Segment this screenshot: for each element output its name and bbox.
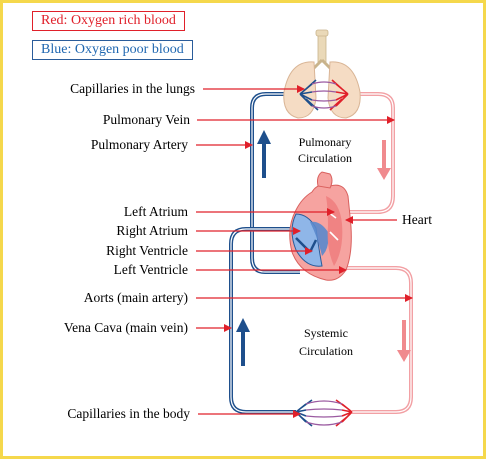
label-left-atrium: Left Atrium [124,204,189,219]
label-aorta: Aorts (main artery) [84,290,188,305]
systemic-circulation-line1: Systemic [304,326,348,340]
up-arrow-systemic [236,318,250,366]
label-pulmonary-artery: Pulmonary Artery [91,137,188,152]
pulmonary-circulation-line1: Pulmonary [299,135,352,149]
down-arrow-pulmonary [377,140,391,180]
legend-oxygen-poor: Blue: Oxygen poor blood [32,40,193,60]
lungs-icon [283,29,361,119]
systemic-circulation-line2: Circulation [299,344,353,358]
vena-cava-vessel [229,227,296,414]
down-arrow-systemic [397,320,411,362]
label-right-ventricle: Right Ventricle [106,243,188,258]
legend-oxygen-rich: Red: Oxygen rich blood [32,11,185,31]
body-capillaries-icon [295,399,353,427]
pulmonary-circulation-line2: Circulation [298,151,352,165]
label-right-atrium: Right Atrium [116,223,188,238]
label-capillaries-lungs: Capillaries in the lungs [70,81,195,96]
heart-icon [289,171,352,281]
label-capillaries-body: Capillaries in the body [67,406,190,421]
label-heart: Heart [402,212,432,227]
label-pulmonary-vein: Pulmonary Vein [103,112,190,127]
aorta-vessel [346,266,413,414]
label-left-ventricle: Left Ventricle [114,262,188,277]
up-arrow-pulmonary [257,130,271,178]
label-vena-cava: Vena Cava (main vein) [64,320,188,335]
lung-capillaries-icon [299,79,349,111]
